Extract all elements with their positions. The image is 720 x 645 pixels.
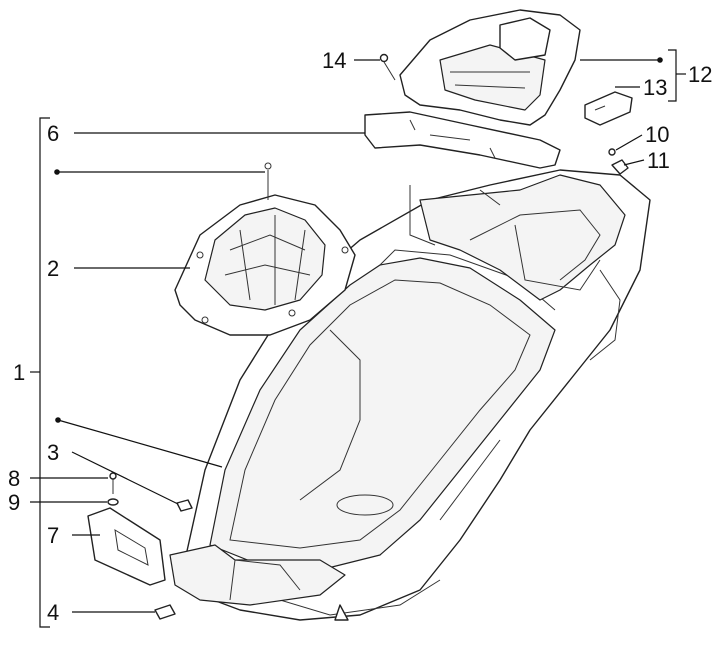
callout-3: 3 (47, 440, 60, 465)
grommet-part-3 (176, 499, 193, 512)
callout-6: 6 (47, 121, 60, 146)
battery-cover-part-12 (399, 9, 581, 126)
callout-2: 2 (47, 256, 60, 281)
screw-part-14 (379, 53, 396, 81)
clip-part-4 (154, 604, 176, 620)
inner-cover-part-2 (174, 162, 356, 336)
callout-14: 14 (322, 48, 347, 73)
callout-8: 8 (8, 466, 21, 491)
screw-nut-part-10-11 (608, 148, 629, 175)
callout-13: 13 (643, 75, 668, 100)
callout-12: 12 (688, 62, 713, 87)
clip-part-13 (584, 91, 633, 126)
helmet-compartment-body (169, 169, 651, 621)
leader-lines (30, 49, 686, 628)
callout-4: 4 (47, 600, 60, 625)
rear-cross-member-part-6 (364, 111, 561, 246)
callout-1: 1 (13, 360, 26, 385)
callout-9: 9 (8, 490, 21, 515)
washer-part-9 (107, 498, 119, 506)
callout-7: 7 (47, 523, 60, 548)
bolt-part-8 (109, 472, 117, 494)
callout-11: 11 (647, 148, 670, 173)
bracket-part-7 (87, 507, 166, 586)
callout-10: 10 (645, 122, 670, 147)
